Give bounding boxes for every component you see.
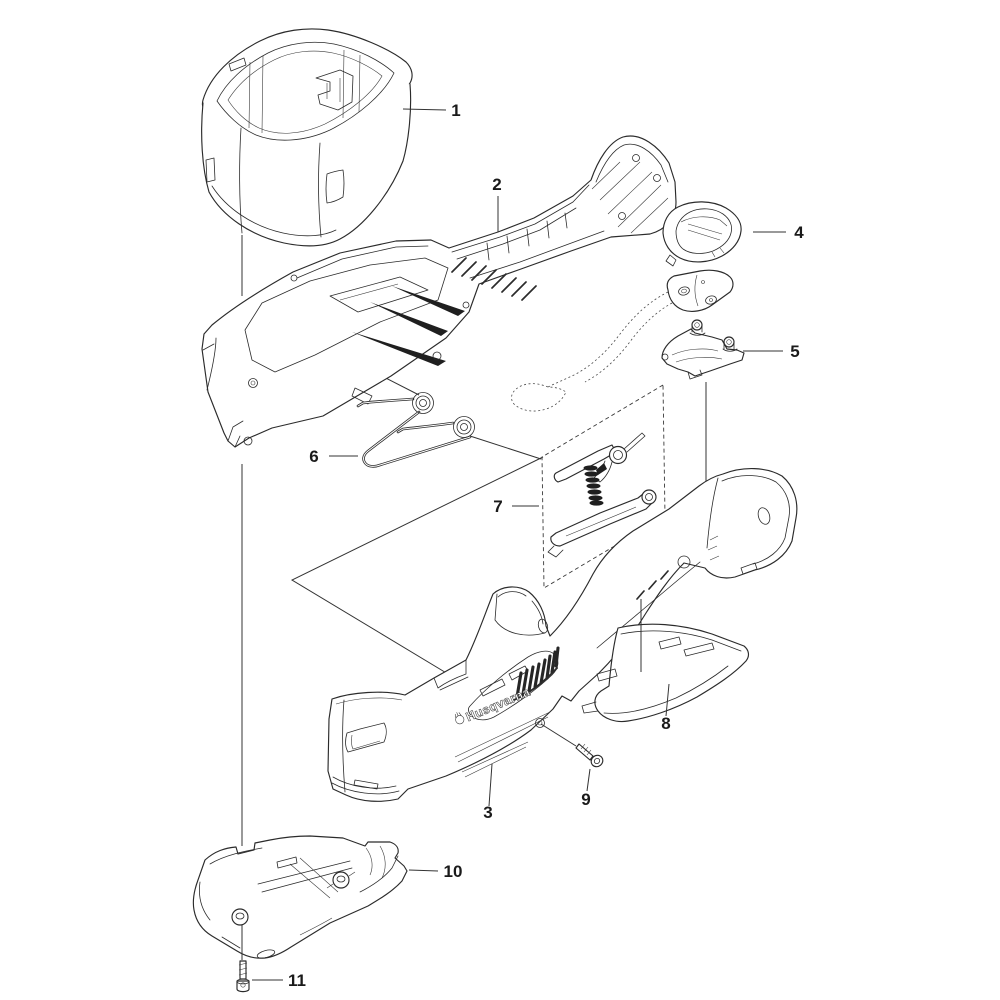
part-handle-cover (581, 623, 750, 723)
part-screw-11 (236, 960, 250, 993)
part-lower-chassis: Husqvarna (327, 468, 798, 802)
part-screw-9 (575, 743, 604, 768)
callout-6: 6 (309, 447, 318, 466)
part-upper-chassis (201, 135, 677, 448)
grip-teeth (513, 646, 560, 701)
callout-4: 4 (794, 223, 804, 242)
callout-7: 7 (493, 497, 502, 516)
callout-11: 11 (288, 971, 306, 990)
callout-5: 5 (790, 342, 799, 361)
callout-3: 3 (483, 803, 492, 822)
callout-1: 1 (451, 101, 460, 120)
callout-labels: 1 2 3 4 5 6 7 8 9 10 11 (288, 101, 804, 990)
callout-2: 2 (492, 175, 501, 194)
part-trigger-kit (541, 384, 666, 589)
part-torsion-spring (356, 392, 475, 468)
callout-10: 10 (444, 862, 463, 881)
leader-lines (252, 108, 786, 981)
part-contact-bracket (661, 319, 745, 380)
part-bottom-plate (192, 835, 408, 959)
trigger-coil-spring (583, 465, 604, 506)
part-grommet-ring (662, 201, 742, 267)
wiring-plate (666, 269, 734, 312)
wiring-cable (511, 291, 673, 412)
part-battery-box (201, 28, 413, 247)
callout-9: 9 (581, 790, 590, 809)
callout-8: 8 (661, 714, 670, 733)
